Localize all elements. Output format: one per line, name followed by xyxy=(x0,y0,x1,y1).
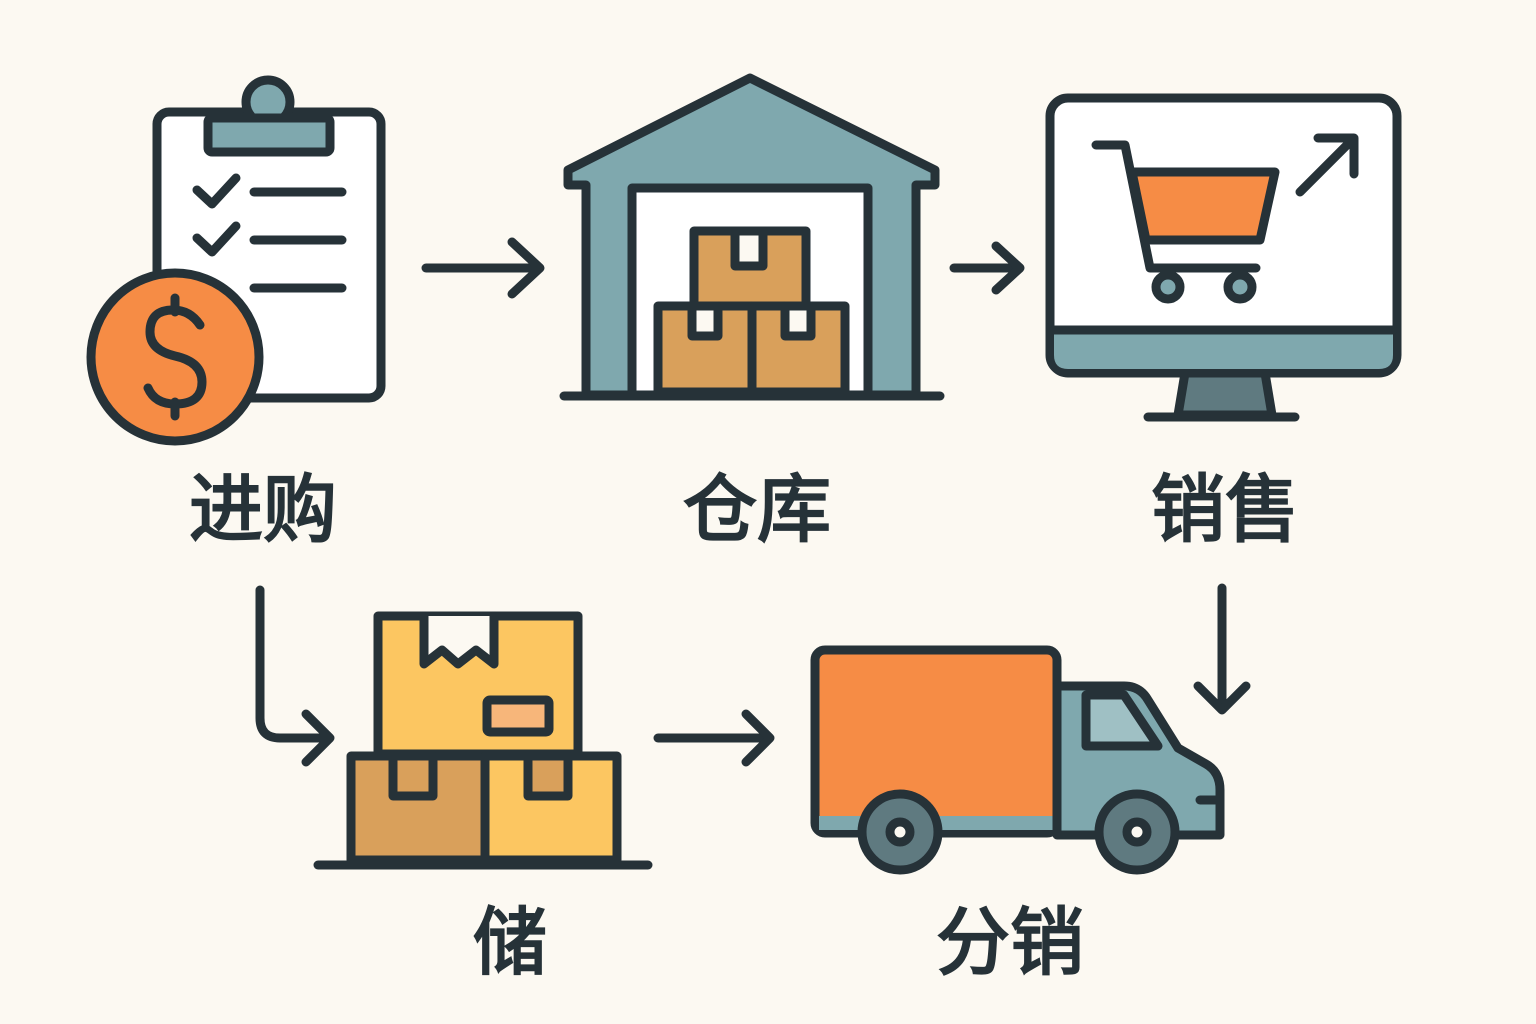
boxes-icon xyxy=(313,611,653,870)
monitor-cart-icon xyxy=(1045,93,1402,422)
label-sales: 销售 xyxy=(1151,467,1299,553)
label-warehouse: 仓库 xyxy=(683,467,831,553)
arrow-warehouse-to-sales xyxy=(949,241,1025,295)
trend-arrow-icon xyxy=(1295,135,1357,197)
cart-wheel xyxy=(1151,270,1185,304)
box-label xyxy=(482,695,554,737)
warehouse-icon xyxy=(559,73,945,401)
cart-wheel xyxy=(1223,270,1257,304)
box-tape xyxy=(419,611,499,669)
truck-cargo xyxy=(810,645,1062,838)
arrow-storage-to-distribution xyxy=(653,709,775,767)
cart-basket xyxy=(1127,167,1280,245)
label-purchase: 进购 xyxy=(189,467,337,553)
label-storage: 储 xyxy=(473,900,547,986)
clipboard-clip xyxy=(203,113,335,157)
arrow-sales-to-distribution xyxy=(1193,583,1251,715)
monitor-stand xyxy=(1173,368,1277,420)
monitor-bezel xyxy=(1054,330,1393,369)
arrow-purchase-to-storage xyxy=(255,585,335,767)
truck-window xyxy=(1081,690,1163,751)
label-distribution: 分销 xyxy=(936,900,1084,986)
check-icon xyxy=(192,221,241,257)
truck-icon xyxy=(810,645,1225,875)
check-icon xyxy=(192,173,241,209)
cart-handle xyxy=(1091,140,1261,273)
arrow-purchase-to-warehouse xyxy=(421,237,545,299)
clipboard-dollar-icon xyxy=(86,75,386,446)
